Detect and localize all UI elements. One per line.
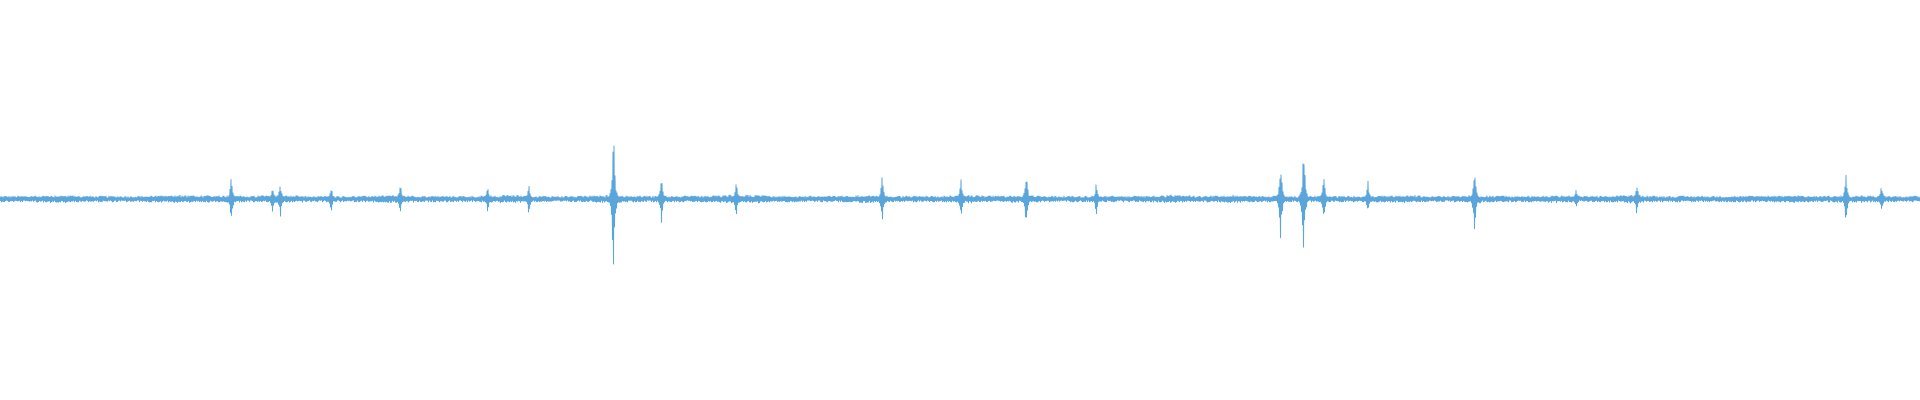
waveform-trace: [0, 145, 1920, 265]
